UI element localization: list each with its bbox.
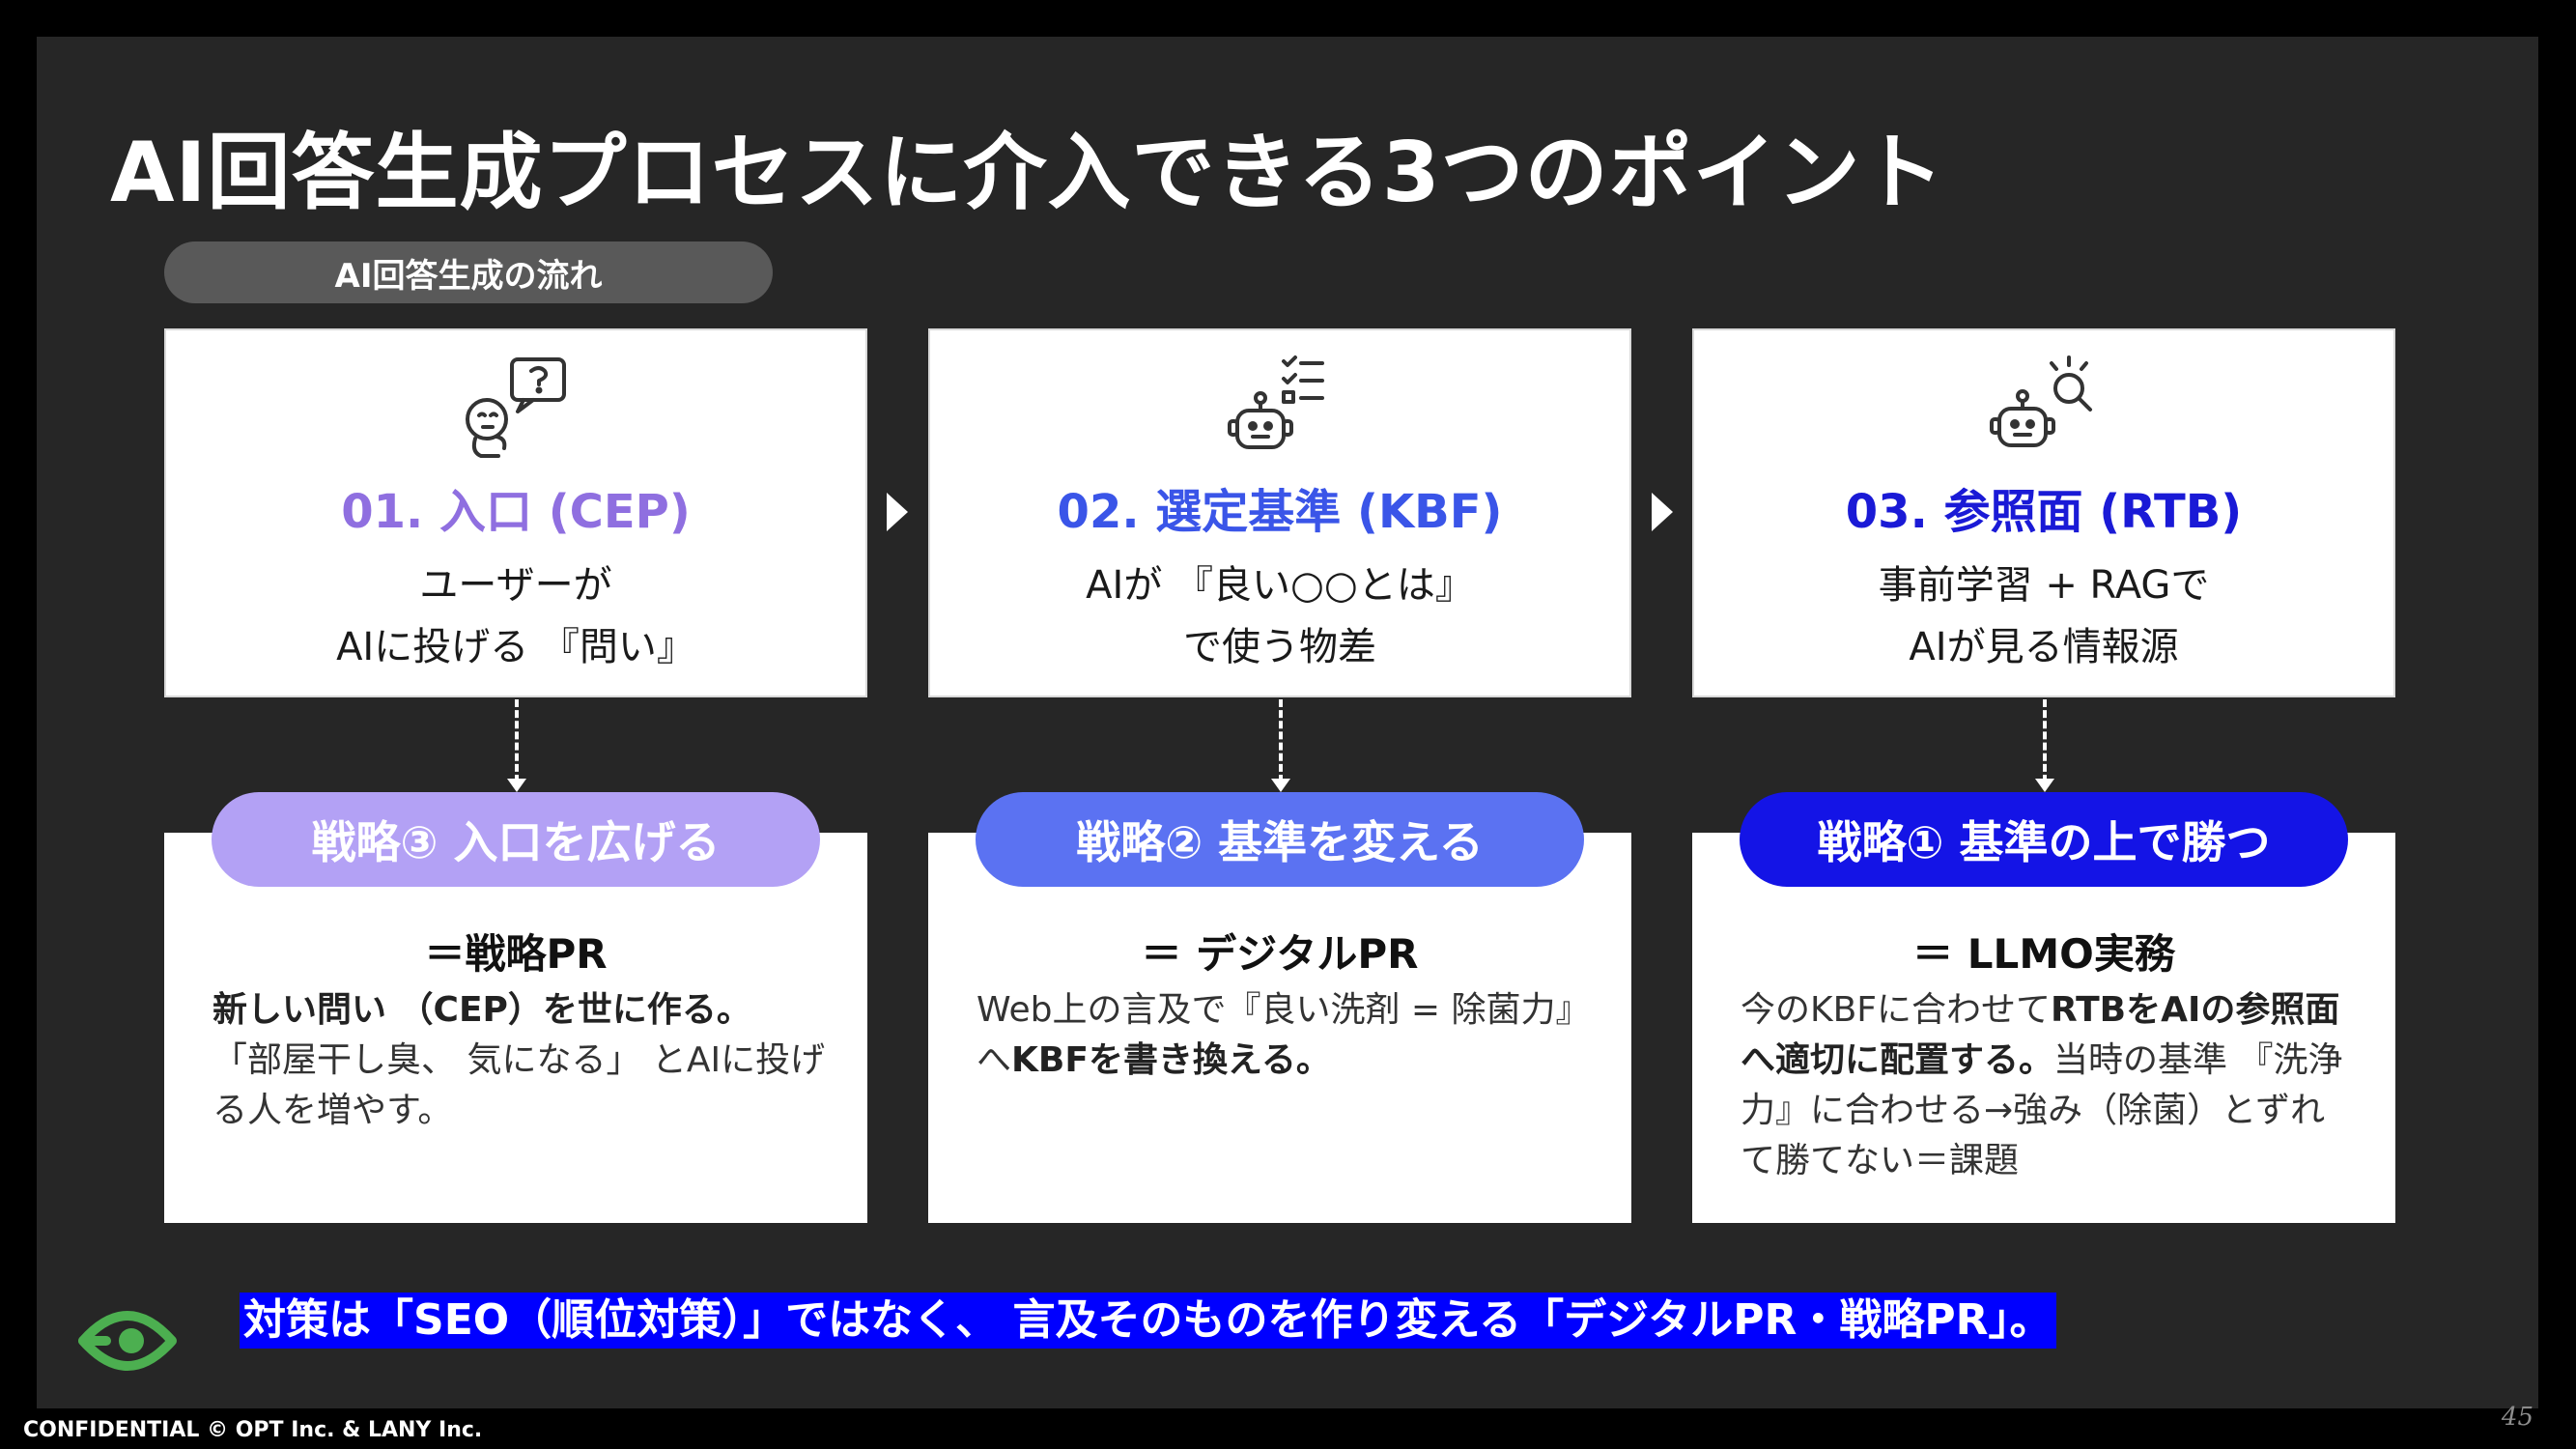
arrow-down-icon: [1271, 779, 1290, 792]
strategy-box-reference: ＝ LLMO実務 今のKBFに合わせてRTBをAIの参照面へ適切に配置する。当時…: [1692, 833, 2395, 1223]
strategy-body-text: 今のKBFに合わせて: [1741, 990, 2052, 1030]
flow-arrow-icon: [887, 493, 908, 531]
strategy-body-bold: KBFを書き換える。: [1011, 1040, 1331, 1080]
step-desc-criteria: AIが 『良い○○とは』 で使う物差: [930, 554, 1629, 678]
step-desc-line: 事前学習 + RAGで: [1878, 563, 2210, 608]
dashed-connector: [2043, 699, 2047, 782]
arrow-down-icon: [507, 779, 526, 792]
eye-logo-icon: [78, 1311, 177, 1371]
step-heading-reference: 03. 参照面 (RTB): [1845, 485, 2243, 539]
arrow-down-icon: [2035, 779, 2054, 792]
step-desc-reference: 事前学習 + RAGで AIが見る情報源: [1694, 554, 2393, 678]
strategy-subtitle: ＝戦略PR: [424, 930, 608, 978]
strategy-pill-criteria: 戦略② 基準を変える: [976, 792, 1584, 887]
step-desc-line: AIが 『良い○○とは』: [1086, 563, 1474, 608]
step-desc-line: AIに投げる 『問い』: [336, 625, 695, 669]
strategy-body-text: 「部屋干し臭、 気になる」 とAIに投げる人を増やす。: [212, 1040, 826, 1130]
flow-label: AI回答生成の流れ: [164, 242, 773, 303]
confidential-footer: CONFIDENTIAL © OPT Inc. & LANY Inc.: [23, 1418, 483, 1442]
step-box-entry: 01. 入口 (CEP) ユーザーが AIに投げる 『問い』: [164, 328, 867, 697]
page-number: 45: [2501, 1403, 2534, 1432]
step-desc-line: で使う物差: [1183, 625, 1376, 669]
strategy-box-criteria: ＝ デジタルPR Web上の言及で『良い洗剤 = 除菌力』 へKBFを書き換える…: [928, 833, 1631, 1223]
step-desc-line: ユーザーが: [419, 563, 612, 608]
strategy-body: 新しい問い （CEP）を世に作る。「部屋干し臭、 気になる」 とAIに投げる人を…: [212, 985, 829, 1136]
strategy-body: 今のKBFに合わせてRTBをAIの参照面へ適切に配置する。当時の基準 『洗浄力』…: [1741, 985, 2357, 1186]
strategy-subtitle: ＝ LLMO実務: [1912, 930, 2175, 978]
step-box-criteria: 02. 選定基準 (KBF) AIが 『良い○○とは』 で使う物差: [928, 328, 1631, 697]
strategy-body-bold: 新しい問い （CEP）を世に作る。: [212, 990, 751, 1030]
step-desc-line: AIが見る情報源: [1909, 625, 2179, 669]
strategy-body-text: Web上の言及で『良い洗剤 = 除菌力』 へ: [977, 990, 1591, 1080]
step-heading-entry: 01. 入口 (CEP): [341, 485, 691, 539]
strategy-subtitle: ＝ デジタルPR: [1141, 930, 1419, 978]
strategy-body-text: 当時の基準 『洗浄力』に合わせる→強み（除菌）とずれて勝てない＝課題: [1741, 1040, 2343, 1180]
robot-search-icon: [1990, 355, 2092, 447]
step-heading-criteria: 02. 選定基準 (KBF): [1057, 485, 1503, 539]
strategy-body-bold: RTBをAIの参照面へ適切に配置する。: [1741, 990, 2340, 1080]
strategy-pill-entry: 戦略③ 入口を広げる: [212, 792, 820, 887]
flow-arrow-icon: [1652, 493, 1673, 531]
dashed-connector: [1279, 699, 1283, 782]
robot-checklist-icon: [1228, 355, 1324, 449]
strategy-body: Web上の言及で『良い洗剤 = 除菌力』 へKBFを書き換える。: [977, 985, 1593, 1086]
dashed-connector: [515, 699, 519, 782]
step-desc-entry: ユーザーが AIに投げる 『問い』: [166, 554, 865, 678]
step-box-reference: 03. 参照面 (RTB) 事前学習 + RAGで AIが見る情報源: [1692, 328, 2395, 697]
strategy-pill-reference: 戦略① 基準の上で勝つ: [1740, 792, 2348, 887]
strategy-box-entry: ＝戦略PR 新しい問い （CEP）を世に作る。「部屋干し臭、 気になる」 とAI…: [164, 833, 867, 1223]
thinking-person-icon: [466, 357, 566, 458]
conclusion-banner: 対策は「SEO（順位対策）」ではなく、 言及そのものを作り変える「デジタルPR・…: [240, 1293, 2056, 1349]
slide-title: AI回答生成プロセスに介入できる3つのポイント: [110, 125, 1945, 221]
